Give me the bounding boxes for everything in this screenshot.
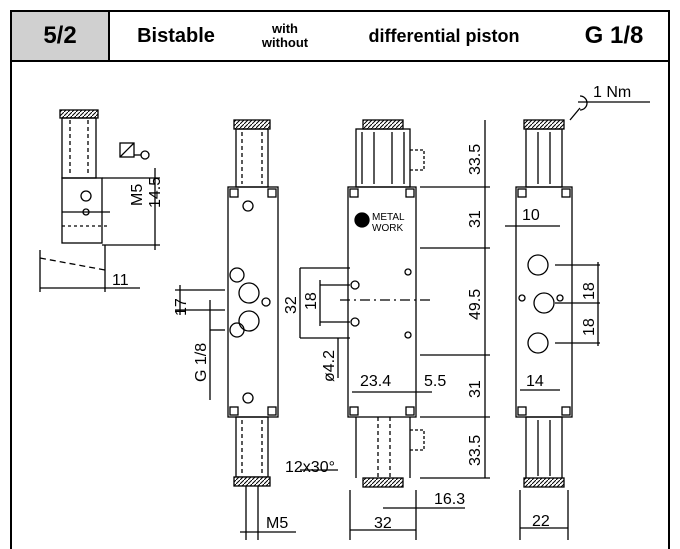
dim-thread: 12x30° [285,459,335,476]
metal-work-logo-icon [354,212,370,228]
dim-11: 11 [112,272,129,289]
dim-14-5: 14.5 [147,177,164,208]
dim-14: 14 [526,373,544,390]
knurl-cap-right-bottom [523,477,565,488]
right-view [505,95,650,540]
dim-m5-side: M5 [129,184,146,206]
torque-arrow-icon [579,95,588,111]
solenoid-symbol [119,142,135,158]
knurl-cap-bottom [233,476,271,487]
dim-16-3: 16.3 [434,491,465,508]
dim-m5-bottom: M5 [266,515,288,532]
logo-line1: METAL [372,212,405,223]
dim-31-top: 31 [467,210,484,228]
dim-31-bottom: 31 [467,380,484,398]
main-view [299,119,490,540]
dim-23-4: 23.4 [360,373,391,390]
dim-17: 17 [173,298,190,316]
valve-type: Bistable [137,24,215,47]
valve-function-code: 5/2 [12,12,110,60]
with-label: with [272,21,298,36]
port-size: G 1/8 [584,22,644,49]
dim-5-5: 5.5 [424,373,446,390]
spec-header: 5/2 Bistable with without differential p… [10,10,670,62]
dim-18-main: 18 [303,292,320,310]
knurl-cap-right-top [523,119,565,130]
dim-10: 10 [522,207,540,224]
dim-g18: G 1/8 [193,343,210,382]
port-circle-bottom [229,322,245,338]
dim-22: 22 [532,513,550,530]
knurl-cap-main-bottom [362,477,404,488]
dim-32-horizontal: 32 [374,515,392,532]
dim-18-upper: 18 [581,282,598,300]
dim-33-5-top: 33.5 [467,144,484,175]
knurl-cap-main-top [362,119,404,130]
dim-49-5: 49.5 [467,289,484,320]
knurl-cap-top [233,119,271,130]
valve-description: differential piston [368,25,520,46]
without-label: without [261,35,309,50]
side-view-small [39,109,160,292]
dim-torque: 1 Nm [593,84,631,101]
dim-18-lower: 18 [581,318,598,336]
dim-32-vertical: 32 [283,296,300,314]
knurl-cap-small [59,109,99,119]
port-right-top [527,254,549,276]
front-view [175,119,296,540]
logo-line2: WORK [372,223,403,234]
dim-4-2: ø4.2 [321,350,338,382]
dim-33-5-bottom: 33.5 [467,435,484,466]
port-circle-top [229,267,245,283]
with-without-label: with without [242,12,328,60]
